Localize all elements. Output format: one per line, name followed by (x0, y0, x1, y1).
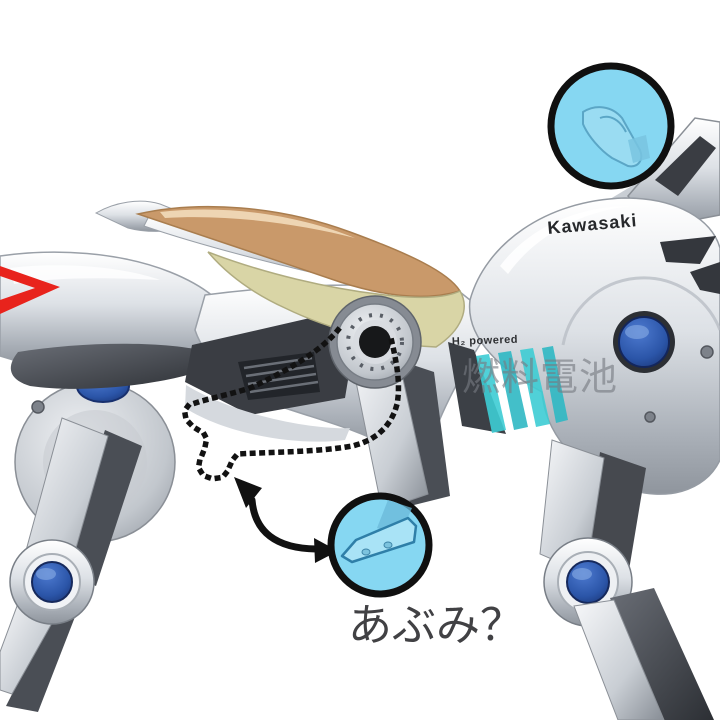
stirrup-sketch-line (599, 115, 627, 133)
stirrup-sketch-band (628, 135, 650, 163)
rear-calf-dark (610, 588, 714, 720)
front-cowl-highlight (10, 265, 160, 284)
callout-circle-top (547, 62, 675, 190)
mid-leg (351, 355, 450, 511)
rear-panel-highlight (500, 206, 630, 274)
rear-dark-slash-2 (690, 262, 720, 294)
dotted-outline-region (182, 326, 402, 482)
central-gear-joint (328, 295, 422, 389)
bolt-icon (644, 411, 656, 423)
front-knee-hub (31, 561, 73, 603)
rear-leg (539, 439, 714, 720)
arrowhead-up-icon (234, 477, 262, 508)
stirrup-hole-icon (361, 548, 371, 556)
seat-highlight (160, 209, 355, 238)
stirrup-detail-edges (351, 517, 415, 563)
front-thigh-dark (60, 430, 142, 586)
bolt-icon (700, 345, 714, 359)
front-shin-dark (6, 604, 80, 712)
h2-powered-label: H₂ powered (452, 334, 519, 348)
mid-lower-lip (185, 385, 350, 442)
rear-knee-hub (566, 560, 610, 604)
stirrup-hole-icon (383, 541, 393, 549)
callout-circle-middle (327, 492, 433, 598)
fuel-cell-watermark: 燃料電池 (462, 355, 618, 399)
arrowhead-right-icon (314, 538, 338, 563)
fuel-cell-stripes (476, 346, 568, 433)
folded-stirrup-sketch (582, 106, 643, 168)
rear-body-assembly: H₂ powered 燃料電池 Kawasaki (448, 117, 720, 495)
bolt-icon (31, 400, 45, 414)
front-knee-hub-highlight (36, 568, 56, 580)
joint-axle-hole (359, 326, 391, 358)
rear-hub-highlight (625, 325, 649, 339)
rear-knee-hub-highlight (572, 568, 592, 580)
red-accent-stripe (0, 266, 60, 314)
stirrup-question-annotation: あぶみ？ (348, 600, 524, 651)
front-leg (0, 417, 142, 712)
rear-hub-seam (561, 276, 720, 346)
rear-hip-hub (618, 316, 670, 368)
double-arrow (234, 477, 338, 563)
arrow-shaft (248, 496, 320, 553)
rear-calf-silver (573, 599, 665, 720)
tail-fin-dark-slash (655, 136, 716, 196)
joint-tick-ring (346, 313, 404, 371)
front-cowl-dark-underside (10, 343, 226, 389)
rear-dark-slash-1 (660, 236, 716, 264)
